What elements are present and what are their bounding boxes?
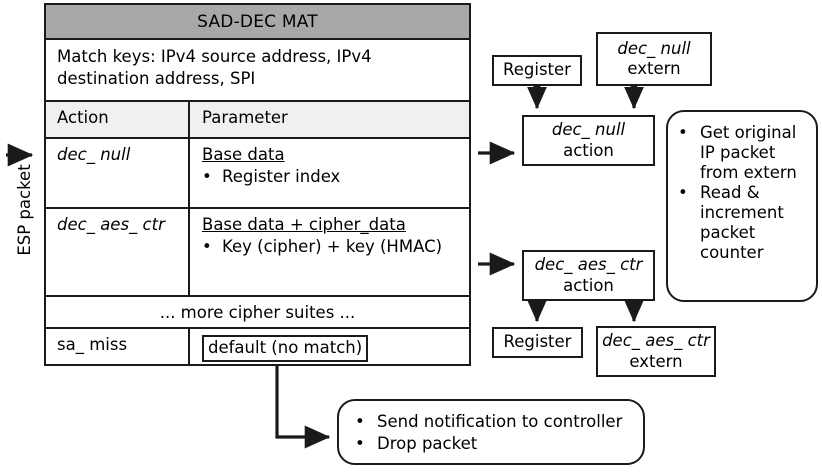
mat-param-sa-miss: default (no match) [190,329,469,365]
param-bullet: • Key (cipher) + key (HMAC) [202,237,469,256]
mat-col-parameter: Parameter [202,108,288,127]
table-row[interactable]: dec_ null Base data • Register index [46,139,469,209]
register-box-null: Register [492,55,582,86]
mat-title: SAD-DEC MAT [46,5,469,40]
extern-note-list: • Get original IP packet from extern • R… [678,123,808,263]
mat-param-dec-null: Base data • Register index [190,139,469,207]
action-name-text: dec_ null [57,145,131,164]
note-text: Drop packet [377,433,478,453]
bullet-dot: • [355,412,365,431]
action-sub: action [563,275,614,295]
extern-name: dec_ aes_ ctr [602,331,710,351]
action-sub: action [563,140,614,160]
register-label: Register [503,60,571,80]
extern-sub: extern [627,59,681,78]
sad-dec-mat-table: SAD-DEC MAT Match keys: IPv4 source addr… [44,3,471,366]
mat-more-cipher-suites-row: ... more cipher suites ... [46,297,469,329]
table-row[interactable]: sa_ miss default (no match) [46,329,469,365]
mat-action-dec-aes-ctr: dec_ aes_ ctr [46,209,190,295]
mat-action-sa-miss: sa_ miss [46,329,190,365]
action-name: dec_ null [551,120,626,140]
bullet-dot: • [202,237,212,256]
esp-packet-label: ESP packet [15,164,34,256]
mat-param-dec-aes-ctr: Base data + cipher_data • Key (cipher) +… [190,209,469,295]
bullet-text: Key (cipher) + key (HMAC) [222,237,443,256]
default-no-match-box: default (no match) [202,335,369,363]
extern-sub: extern [629,351,683,371]
dec-aes-ctr-extern-box: dec_ aes_ ctr extern [596,326,716,377]
note-text: Get original IP packet from extern [700,123,797,182]
action-name-text: dec_ aes_ ctr [57,215,165,234]
table-row[interactable]: dec_ aes_ ctr Base data + cipher_data • … [46,209,469,297]
bullet-dot: • [355,433,365,453]
list-item: • Drop packet [355,434,643,454]
extern-name: dec_ null [617,38,691,58]
mat-match-keys: Match keys: IPv4 source address, IPv4 de… [46,40,469,102]
sa-miss-behaviour-note: • Send notification to controller • Drop… [337,399,645,465]
bullet-text: Register index [222,167,341,186]
mat-col-action: Action [46,102,190,137]
bullet-dot: • [202,167,212,186]
dec-null-action-box: dec_ null action [522,115,655,166]
dec-null-extern-box: dec_ null extern [596,32,712,86]
bullet-dot: • [678,182,688,202]
arrow-sa-miss-to-note [275,362,331,449]
register-label: Register [503,332,572,352]
param-heading: Base data [202,145,285,164]
mat-column-headers: Action Parameter [46,102,469,139]
extern-behaviour-note: • Get original IP packet from extern • R… [666,110,818,302]
note-text: Send notification to controller [377,412,623,431]
list-item: • Get original IP packet from extern [678,123,808,183]
param-bullet: • Register index [202,167,469,186]
register-box-aes: Register [492,327,583,358]
mat-action-dec-null: dec_ null [46,139,190,207]
dec-aes-ctr-action-box: dec_ aes_ ctr action [522,250,655,301]
param-heading: Base data + cipher_data [202,215,406,234]
action-name: dec_ aes_ ctr [534,255,643,275]
list-item: • Send notification to controller [355,412,643,432]
list-item: • Read & increment packet counter [678,183,808,263]
miss-note-list: • Send notification to controller • Drop… [355,412,643,454]
note-text: Read & increment packet counter [700,182,784,262]
bullet-dot: • [678,123,688,142]
